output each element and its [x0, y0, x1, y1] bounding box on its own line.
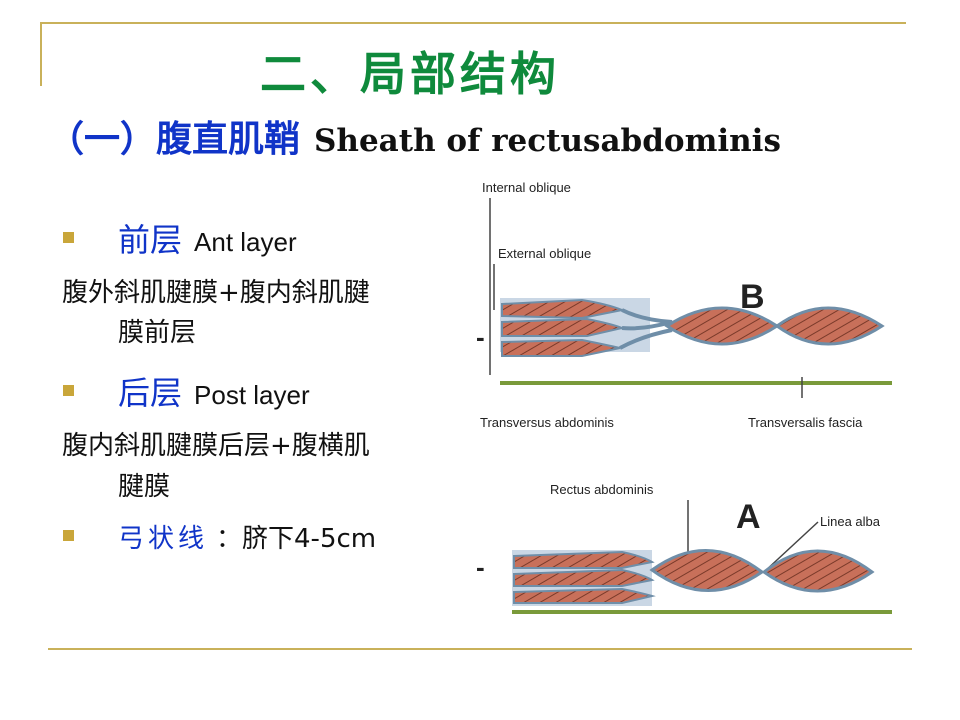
label-linea-alba: Linea alba: [820, 514, 881, 529]
muscle-layers-b: [500, 298, 892, 385]
bullet-ant: [63, 232, 74, 243]
post-layer-heading: 后层 Post layer: [118, 368, 310, 414]
section-subtitle: （一）腹直肌鞘 Sheath of rectusabdominis: [48, 110, 781, 162]
post-desc-2: 腱膜: [118, 472, 171, 502]
subtitle-cn: （一）腹直肌鞘: [48, 119, 301, 160]
bullet-arcuate: [63, 530, 74, 541]
ant-desc-1: 腹外斜肌腱膜+腹内斜肌腱: [62, 278, 370, 308]
label-rectus: Rectus abdominis: [550, 482, 654, 497]
left-rule: [40, 22, 42, 86]
ant-desc-2: 膜前层: [118, 318, 197, 348]
bottom-rule: [48, 648, 912, 650]
page-title: 二、局部结构: [260, 47, 560, 101]
label-a: A: [736, 498, 761, 536]
muscle-layers-a: [512, 549, 892, 614]
label-internal-oblique: Internal oblique: [482, 180, 571, 195]
post-desc-1: 腹内斜肌腱膜后层+腹横肌: [62, 431, 370, 461]
dash-b: -: [476, 322, 485, 352]
post-term: 后层: [118, 374, 183, 412]
label-external-oblique: External oblique: [498, 246, 591, 261]
label-transversus: Transversus abdominis: [480, 415, 614, 430]
ant-en: Ant layer: [194, 227, 297, 257]
pointer-linea-alba: [763, 521, 819, 573]
ant-layer-heading: 前层 Ant layer: [118, 215, 297, 261]
subtitle-en: Sheath of rectusabdominis: [314, 123, 781, 159]
rectus-sheath-diagram: Internal oblique External oblique B - Tr…: [476, 180, 892, 614]
arcuate-line: 弓状线：脐下4-5cm: [118, 518, 376, 555]
label-transversalis: Transversalis fascia: [748, 415, 863, 430]
arcuate-desc: ：脐下4-5cm: [216, 524, 377, 554]
arcuate-term: 弓状线: [118, 524, 209, 554]
dash-a: -: [476, 552, 485, 582]
top-rule: [40, 22, 906, 24]
ant-term: 前层: [118, 221, 183, 259]
post-en: Post layer: [194, 380, 310, 410]
bullet-post: [63, 385, 74, 396]
